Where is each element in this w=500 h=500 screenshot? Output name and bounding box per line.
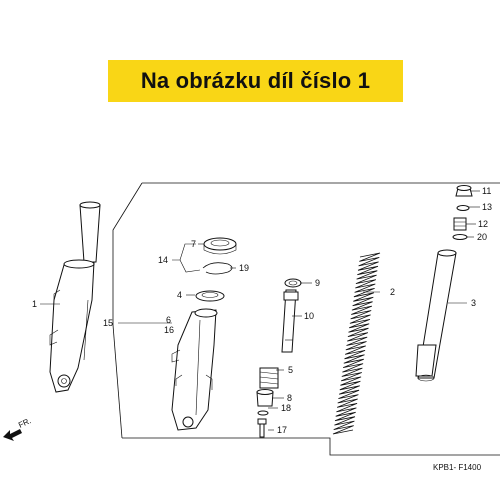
o-ring [456,205,470,211]
callout-3: 3 [471,298,476,308]
callout-1: 1 [32,299,37,309]
callout-9: 9 [315,278,320,288]
callout-13: 13 [482,202,492,212]
fork-pipe [415,249,457,382]
callout-20: 20 [477,232,487,242]
piston-ring [284,278,302,288]
diagram-code: KPB1- F1400 [433,463,482,472]
callout-2: 2 [390,287,395,297]
callout-11: 11 [482,186,491,196]
backup-ring [195,290,225,302]
callout-7: 7 [191,239,196,249]
seal-clip [202,262,233,275]
front-arrow-label: FR. [17,416,32,430]
title-banner: Na obrázku díl číslo 1 [108,60,403,102]
spring-seat [452,234,468,240]
banner-text: Na obrázku díl číslo 1 [140,68,371,93]
callout-19: 19 [239,263,249,273]
fork-spring [332,252,381,435]
callout-14: 14 [158,255,168,265]
callout-17: 17 [277,425,287,435]
rebound-spring [259,367,279,389]
frame-left-edge [112,182,143,325]
oil-lock-piece [256,389,274,407]
callout-8: 8 [287,393,292,403]
callout-6: 6 [166,315,171,325]
spring-collar [453,217,467,231]
frame-left-lower-edge [112,324,123,439]
callout-4: 4 [177,290,182,300]
callout-5: 5 [288,365,293,375]
oil-seal [203,237,237,255]
fork-bolt [455,185,473,197]
callout-18: 18 [281,403,291,413]
fork-slider-left [49,201,101,393]
damper-rod [281,289,299,353]
front-arrow-icon: FR. [3,416,33,441]
callout-12: 12 [478,219,488,229]
sealing-washer [257,410,269,416]
frame-bottom-edge [122,437,500,456]
fork-slider-inner [171,308,218,431]
leader-lines [40,190,480,431]
callout-15: 15 [103,318,113,328]
callout-10: 10 [304,311,314,321]
callout-16: 16 [164,325,174,335]
socket-bolt [257,418,267,438]
